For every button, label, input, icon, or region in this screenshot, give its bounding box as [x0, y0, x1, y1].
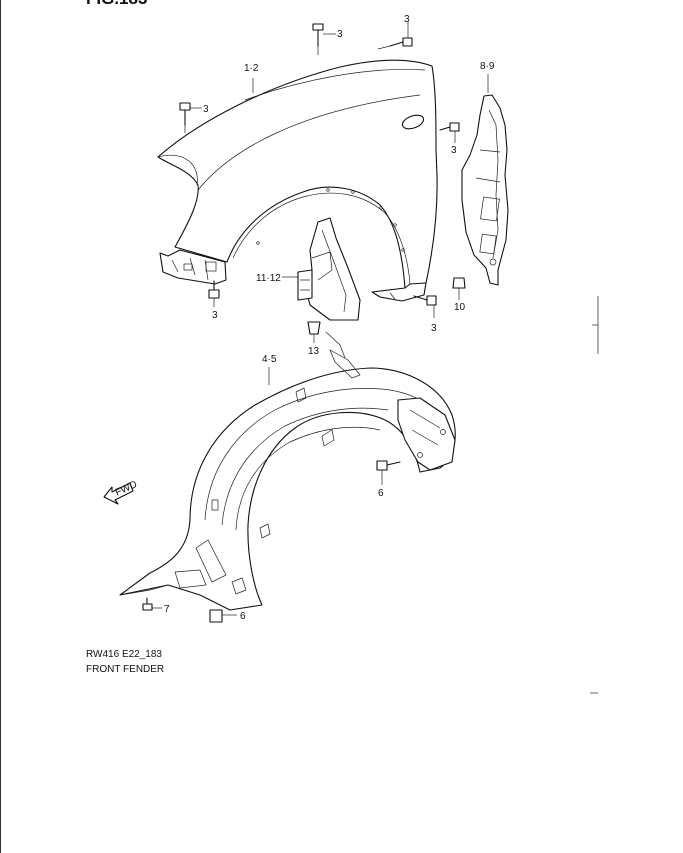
fwd-label: FWD — [114, 479, 139, 499]
callout-3-right: 3 — [451, 145, 457, 156]
callout-11-12: 11·12 — [256, 273, 281, 284]
page-left-border — [0, 0, 1, 853]
callout-1-2: 1·2 — [244, 63, 259, 74]
callout-3-top: 3 — [337, 29, 343, 40]
callout-3-bottom: 3 — [431, 323, 437, 334]
screw-3-topright — [377, 22, 413, 50]
clip-6-bottom — [209, 609, 237, 623]
callout-3-topright: 3 — [404, 14, 410, 25]
fender-liner — [119, 331, 456, 611]
screw-3-right — [439, 122, 460, 143]
front-fender-panel — [157, 59, 438, 302]
screw-3-bottomleft — [208, 280, 220, 307]
callout-3-bottomleft: 3 — [212, 310, 218, 321]
callout-8-9: 8·9 — [480, 61, 495, 72]
screw-7 — [142, 597, 162, 611]
screw-3-bottom — [413, 295, 437, 318]
callout-4-5: 4·5 — [262, 354, 277, 365]
callout-6-right: 6 — [378, 488, 384, 499]
right-margin-marks — [590, 296, 599, 694]
screw-3-left — [179, 102, 202, 133]
leader-lines — [252, 74, 489, 385]
callout-6-bottom: 6 — [240, 611, 246, 622]
callout-13: 13 — [308, 346, 320, 357]
clip-13 — [307, 321, 321, 343]
clip-10 — [452, 277, 466, 300]
figure-title: FIG.183 — [86, 0, 147, 9]
callout-10: 10 — [454, 302, 466, 313]
screw-3-top — [312, 23, 336, 55]
forward-direction-arrow: FWD — [103, 479, 139, 505]
figure-caption: FRONT FENDER — [86, 664, 165, 675]
mud-guard-bracket — [297, 217, 361, 321]
drawing-code: RW416 E22_183 — [86, 649, 162, 660]
callout-7: 7 — [164, 604, 170, 615]
fender-side-bracket — [461, 94, 509, 286]
screw-6-right — [376, 460, 401, 485]
callout-3-left: 3 — [203, 104, 209, 115]
